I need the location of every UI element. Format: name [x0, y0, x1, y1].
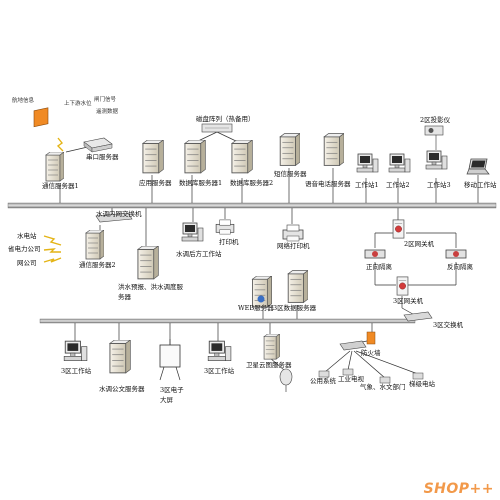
- mobile-workstation-label: 移动工作站: [464, 181, 497, 189]
- net-printer-icon: [282, 224, 304, 242]
- comm-server2-icon: [85, 230, 104, 260]
- zone3-workstation-b-label: 3区工作站: [204, 367, 235, 375]
- weather-dept-label: 气象、水文部门: [360, 383, 406, 391]
- sms-server-icon: [279, 133, 300, 166]
- zone3-workstation-b-icon: [207, 340, 232, 362]
- hydro-workstation-icon: [181, 222, 204, 242]
- watermark-logo: SHOP++: [423, 481, 494, 497]
- app-server-icon: [142, 140, 164, 174]
- disk-array-icon: [201, 123, 233, 133]
- zone3-gateway-icon: [396, 276, 409, 296]
- orange-device-icon: [366, 331, 376, 345]
- workstation1-label: 工作站1: [355, 181, 379, 189]
- workstation2-label: 工作站2: [386, 181, 410, 189]
- doc-server-label: 水调公文服务器: [99, 385, 145, 393]
- net-printer-label: 网络打印机: [277, 242, 310, 250]
- comm-server1-label: 通信服务器1: [42, 182, 79, 190]
- printer-icon: [215, 219, 235, 235]
- comm-server1-icon: [45, 152, 64, 182]
- hydro-station-label: 水电站: [17, 232, 37, 240]
- db-server1-label: 数据库服务器1: [179, 179, 223, 187]
- reverse-isolation-label: 反向隔离: [447, 263, 473, 271]
- zone2-gateway-icon: [392, 219, 405, 239]
- lightning-icon-grid: [43, 248, 61, 253]
- voice-server-label: 语音电话服务器: [305, 180, 351, 188]
- voice-server-icon: [323, 133, 344, 166]
- cascade-station-icon: [412, 372, 424, 380]
- cascade-station-label: 梯级电站: [409, 380, 435, 388]
- workstation3-label: 工作站3: [427, 181, 451, 189]
- web-server-icon: [252, 276, 272, 308]
- web-server-label: WEB服务器: [238, 304, 274, 312]
- forward-isolation-icon: [364, 249, 386, 259]
- zone3-workstation-a-label: 3区工作站: [61, 367, 92, 375]
- source-device-icon: [33, 107, 49, 128]
- public-system-label: 公用系统: [310, 377, 336, 385]
- zone3-switch-icon: [403, 311, 433, 322]
- db-server2-label: 数据库服务器2: [230, 179, 274, 187]
- lightning-icon-hydro: [43, 235, 62, 246]
- bottom-backbone-bus: [39, 318, 416, 324]
- firewall-icon: [339, 340, 367, 351]
- net-company-label: 网公司: [17, 259, 37, 267]
- weather-dept-icon: [379, 376, 391, 384]
- flood-server-label: 洪水预报、洪水调度服务器: [118, 283, 183, 301]
- src-top-label-2: 上下游水位: [64, 101, 92, 107]
- satellite-server-icon: [263, 334, 281, 360]
- src-top-label-1: 航地信息: [12, 98, 35, 104]
- forward-isolation-label: 正向隔离: [366, 263, 392, 271]
- zone2-gateway-label: 2区网关机: [404, 240, 435, 248]
- flood-server-icon: [137, 246, 159, 280]
- industrial-tv-label: 工业电视: [338, 375, 364, 383]
- zone3-switch-label: 3区交换机: [433, 321, 464, 329]
- projector-label: 2区投影仪: [420, 116, 451, 124]
- zone3-gateway-label: 3区网关机: [393, 297, 424, 305]
- satellite-server-label: 卫星云图服务器: [246, 361, 292, 369]
- top-backbone-bus: [7, 202, 497, 209]
- lightning-icon-top: [56, 137, 64, 152]
- serial-server-label: 串口服务器: [86, 153, 119, 161]
- electronic-screen-label: 3区电子大屏: [160, 386, 184, 404]
- app-server-label: 应用服务器: [139, 179, 172, 187]
- inner-switch-icon: [95, 212, 133, 223]
- reverse-isolation-icon: [445, 249, 467, 259]
- mobile-workstation-icon: [466, 158, 490, 175]
- hydro-workstation-label: 水调后方工作站: [176, 250, 222, 258]
- lightning-icon-net: [43, 257, 62, 263]
- public-system-icon: [318, 370, 330, 378]
- db-server2-icon: [231, 140, 253, 174]
- grid-company-label: 省电力公司: [8, 245, 41, 253]
- comm-server2-label: 通信服务器2: [79, 261, 116, 269]
- zone3-data-server-icon: [287, 270, 308, 303]
- projector-icon: [424, 125, 444, 150]
- src-top-label-4: 遥测数据: [96, 109, 119, 115]
- industrial-tv-icon: [342, 368, 354, 376]
- sms-server-label: 短信服务器: [274, 170, 307, 178]
- db-server1-icon: [184, 140, 206, 174]
- workstation3-icon: [425, 150, 448, 170]
- serial-server-icon: [83, 137, 113, 153]
- workstation1-icon: [356, 153, 379, 173]
- electronic-screen-icon: [159, 339, 181, 381]
- src-top-label-3: 闸门信号: [94, 97, 117, 103]
- workstation2-icon: [388, 153, 411, 173]
- firewall-label: 防火墙: [361, 349, 381, 357]
- zone3-data-server-label: 3区数据服务器: [273, 304, 317, 312]
- printer-label: 打印机: [219, 238, 239, 246]
- zone3-workstation-a-icon: [63, 340, 88, 362]
- doc-server-icon: [109, 340, 131, 374]
- lightning-icons: [43, 137, 64, 263]
- satellite-dish-icon: [279, 368, 293, 392]
- disk-array-label: 磁盘阵列（热备用）: [196, 115, 255, 123]
- inner-switch-label: 水调内网交换机: [96, 210, 142, 218]
